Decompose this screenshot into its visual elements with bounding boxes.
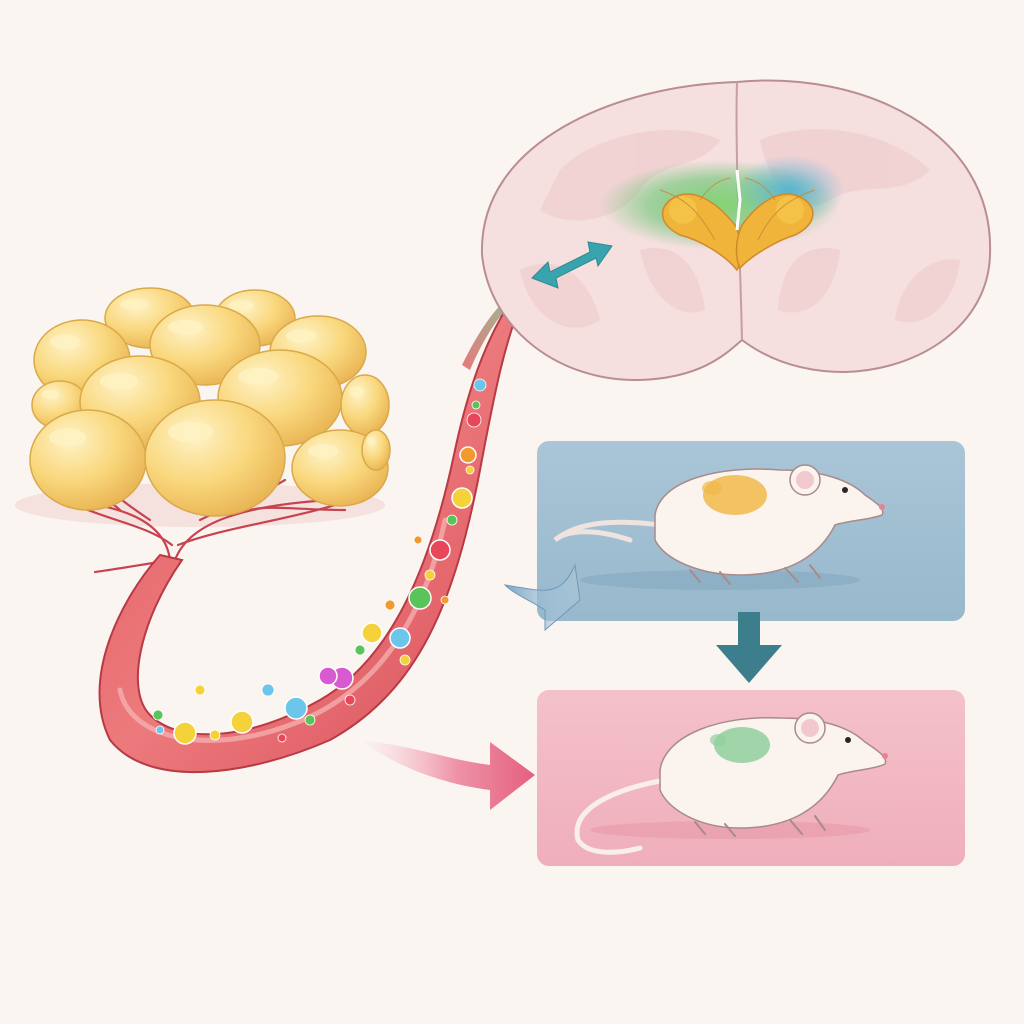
fat-cell	[144, 399, 286, 517]
fat-cell-highlight	[119, 299, 149, 310]
fat-cell-highlight	[285, 329, 317, 343]
signal-particle	[194, 684, 206, 696]
mouse-shadow	[580, 570, 860, 590]
signal-particle	[261, 683, 275, 697]
teal-double-arrow	[531, 241, 613, 289]
signal-particle	[361, 622, 383, 644]
mouse-icon	[574, 712, 888, 855]
signal-particle	[424, 569, 436, 581]
mouse-patch	[703, 475, 767, 515]
fat-cell-highlight	[238, 367, 279, 386]
blue-swoosh-arrow	[503, 563, 581, 632]
mouse-tail	[553, 519, 663, 543]
signal-particle	[318, 666, 338, 686]
mouse-icon	[553, 464, 885, 585]
hypothalamic-nucleus	[659, 169, 816, 272]
signal-particle	[284, 696, 308, 720]
mouse-tail	[574, 777, 668, 855]
fat-cell-highlight	[348, 386, 365, 397]
signal-particle	[459, 446, 477, 464]
signal-particle	[209, 729, 221, 741]
signal-particle	[399, 654, 411, 666]
fat-cell	[340, 374, 390, 436]
mouse-eye	[845, 737, 851, 743]
signal-particle	[389, 627, 411, 649]
signal-particle	[354, 644, 366, 656]
signal-particle	[152, 709, 164, 721]
signal-particle	[277, 733, 287, 743]
mouse-nose	[882, 753, 888, 759]
signal-particle	[344, 694, 356, 706]
signal-particle	[173, 721, 197, 745]
signal-particle	[451, 487, 473, 509]
mouse-patch	[714, 727, 770, 763]
signal-particle	[473, 378, 487, 392]
fat-cell-highlight	[168, 319, 204, 335]
signal-particle	[230, 710, 254, 734]
brain-inner-shading	[520, 129, 960, 328]
signal-particle	[384, 599, 396, 611]
signal-particle	[466, 412, 482, 428]
fat-cell-cluster	[29, 287, 391, 517]
signal-particle	[429, 539, 451, 561]
brain-section	[480, 79, 992, 382]
signal-particle	[465, 465, 475, 475]
fat-cell	[361, 429, 391, 471]
pink-right-arrow	[360, 740, 535, 810]
fat-cell-highlight	[307, 444, 339, 458]
signal-particle	[304, 714, 316, 726]
signal-particle	[413, 535, 423, 545]
mouse-eye	[842, 487, 848, 493]
down-arrow	[716, 612, 782, 683]
fat-cell	[29, 409, 147, 511]
fat-cell-highlight	[99, 373, 139, 390]
adipose-tissue	[15, 287, 391, 574]
fat-cell-highlight	[49, 428, 87, 447]
signal-particles	[152, 378, 487, 745]
upper-mouse-panel	[503, 441, 965, 632]
signal-particle	[471, 400, 481, 410]
fat-cell-highlight	[168, 421, 213, 443]
vessel-tip	[462, 290, 525, 370]
fat-cell-highlight	[41, 389, 60, 399]
vessel-highlight	[117, 517, 448, 743]
signal-particle	[440, 595, 450, 605]
fat-cell-highlight	[228, 300, 254, 311]
fat-cell-highlight	[49, 334, 81, 350]
signal-particle	[408, 586, 432, 610]
signal-particle	[155, 725, 165, 735]
blood-vessel	[98, 288, 527, 774]
signal-particle	[446, 514, 458, 526]
mouse-nose	[879, 504, 885, 510]
lower-mouse-panel	[537, 690, 965, 866]
fat-cell-highlight	[366, 437, 376, 445]
